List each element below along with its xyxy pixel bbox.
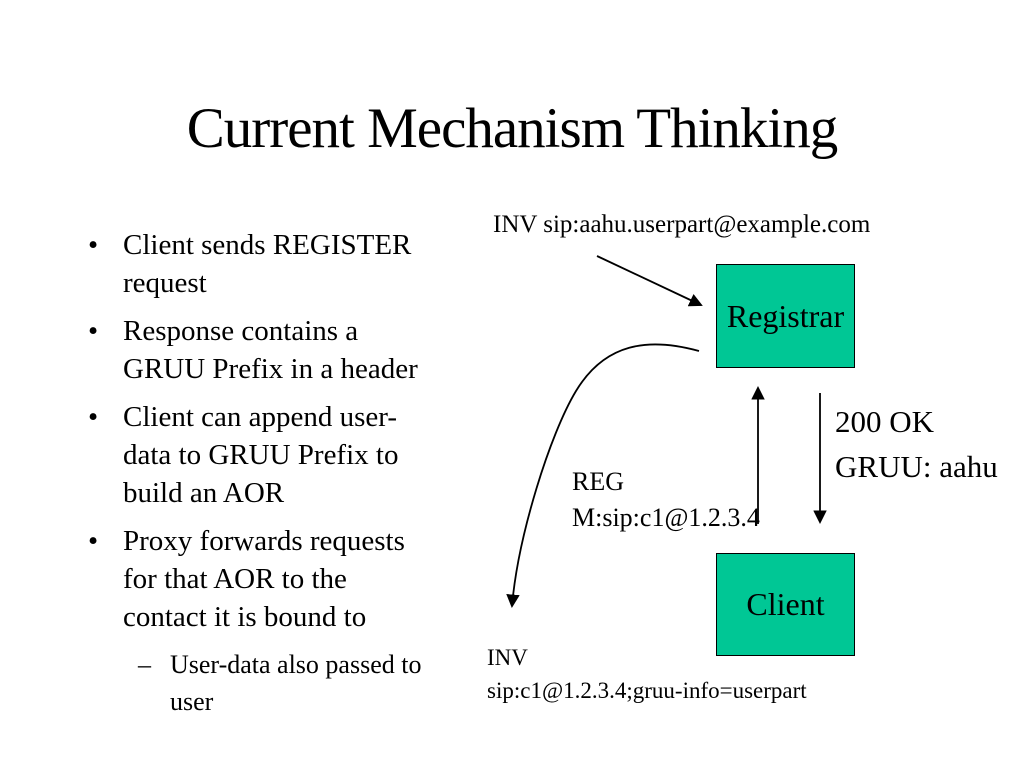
sub-bullet-marker: – [138, 650, 151, 679]
bullet-marker: • [88, 315, 99, 347]
slide-title: Current Mechanism Thinking [186, 97, 839, 160]
bullet-item: • Response contains a GRUU Prefix in a h… [88, 312, 528, 388]
sub-bullet-text: User-data also passed to user [170, 650, 422, 716]
client-label: Client [746, 586, 825, 622]
label-inv-gruu-info: INV sip:c1@1.2.3.4;gruu-info=userpart [487, 645, 807, 703]
bullet-text: Proxy forwards requests for that AOR to … [123, 525, 405, 633]
bullet-item: • Client can append user- data to GRUU P… [88, 398, 528, 512]
bullet-marker: • [88, 401, 99, 433]
sub-bullet-item: – User-data also passed to user [138, 646, 528, 720]
registrar-label: Registrar [726, 297, 845, 334]
label-inv-request: INV sip:aahu.userpart@example.com [493, 211, 871, 238]
bullet-text: Response contains a GRUU Prefix in a hea… [123, 315, 418, 385]
bullet-text: Client sends REGISTER request [123, 229, 412, 299]
label-register-contact: REG M:sip:c1@1.2.3.4 [572, 467, 760, 532]
bullet-marker: • [88, 525, 99, 557]
registrar-box: Registrar [716, 264, 855, 368]
bullet-item: • Proxy forwards requests for that AOR t… [88, 522, 528, 636]
label-200-ok-gruu: 200 OK GRUU: aahu [835, 404, 998, 484]
bullet-marker: • [88, 229, 99, 261]
bullet-list: • Client sends REGISTER request • Respon… [88, 226, 528, 730]
bullet-item: • Client sends REGISTER request [88, 226, 528, 302]
client-box: Client [716, 553, 855, 656]
bullet-text: Client can append user- data to GRUU Pre… [123, 401, 399, 509]
inv-to-registrar-arrow [596, 255, 703, 307]
